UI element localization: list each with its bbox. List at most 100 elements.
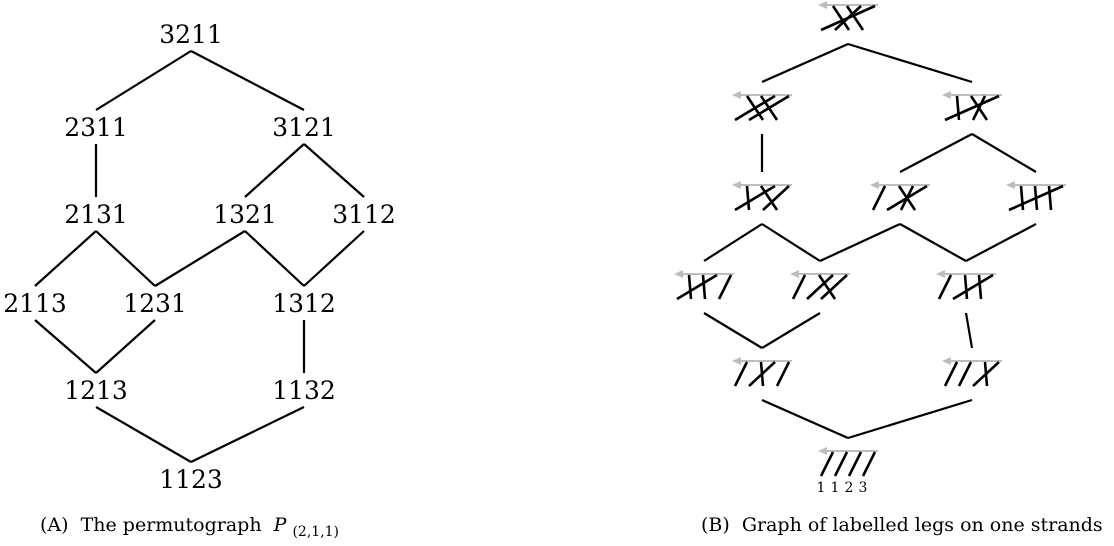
- legs-graph-edge-3121-3112: [971, 133, 1037, 173]
- strand-arrow-icon: [936, 270, 945, 278]
- leg-label-2: 1: [831, 480, 840, 496]
- permutograph-edge-2131-1231: [95, 230, 156, 287]
- legs-graph-edge-3211-2311: [761, 42, 849, 84]
- leg-4: [759, 95, 779, 121]
- permutograph-node-1123: 1123: [159, 465, 223, 494]
- permutograph-node-1231: 1231: [123, 289, 187, 318]
- legs-node-1231: [790, 270, 850, 300]
- leg-4: [977, 274, 983, 300]
- legs-node-2131: [732, 181, 792, 212]
- permutograph-edge-3121-1321: [244, 143, 305, 198]
- permutograph-edge-3211-2311: [95, 50, 192, 111]
- legs-node-3211: [818, 1, 878, 32]
- legs-node-1123: [818, 447, 878, 477]
- permutograph-edge-1321-1312: [244, 230, 305, 287]
- leg-2: [1019, 185, 1025, 211]
- legs-graph-edge-3112-1312: [965, 223, 1037, 262]
- caption-b-text: Graph of labelled legs on one strands: [742, 514, 1103, 536]
- legs-node-3121: [942, 91, 1002, 122]
- legs-graph-edge-1231-1213: [761, 312, 821, 349]
- leg-2: [833, 451, 849, 477]
- caption-a-math-base: P: [273, 514, 288, 536]
- permutograph-node-2311: 2311: [64, 113, 128, 142]
- legs-graph-edge-3211-3121: [847, 42, 973, 84]
- leg-4: [817, 274, 837, 300]
- caption-b: (B) Graph of labelled legs on one strand…: [701, 514, 1103, 536]
- legs-node-1213: [732, 357, 792, 387]
- legs-graph-edge-3121-1321: [899, 133, 973, 173]
- leg-2: [745, 185, 751, 211]
- permutograph-node-1321: 1321: [213, 200, 277, 229]
- permutograph-edge-1321-1231: [154, 230, 246, 287]
- leg-2: [806, 274, 834, 300]
- leg-1: [734, 184, 776, 212]
- legs-node-1132: [942, 357, 1002, 387]
- leg-2: [834, 5, 862, 31]
- strand-arrow-icon: [1006, 181, 1015, 189]
- leg-3: [701, 274, 707, 300]
- permutograph-edge-1231-1213: [95, 319, 156, 374]
- strand-arrow-icon: [942, 91, 951, 99]
- legs-graph-edge-1132-1123: [847, 398, 973, 440]
- permutograph-node-2131: 2131: [64, 200, 128, 229]
- strand-arrow-icon: [818, 1, 827, 9]
- legs-node-2113: [674, 270, 734, 301]
- leg-label-3: 2: [845, 480, 854, 496]
- permutograph-edge-2113-1213: [34, 319, 97, 374]
- caption-a-math-sub: (2,1,1): [292, 524, 339, 540]
- permutograph-edge-3112-1312: [303, 230, 365, 287]
- leg-4: [759, 185, 779, 211]
- leg-3: [831, 5, 851, 31]
- permutograph-node-3121: 3121: [272, 113, 336, 142]
- strand-arrow-icon: [818, 447, 827, 455]
- leg-1: [937, 274, 953, 300]
- caption-a: (A) The permutograph P (2,1,1): [40, 514, 339, 540]
- permutograph-edge-3121-3112: [303, 143, 365, 198]
- permutograph-edge-1213-1123: [95, 406, 192, 463]
- strand-arrow-icon: [870, 181, 879, 189]
- legs-node-2311: [732, 91, 792, 122]
- leg-2: [957, 361, 973, 387]
- permutograph-node-2113: 2113: [3, 289, 67, 318]
- permutograph-edge-2131-2113: [34, 230, 97, 287]
- legs-graph-edge-1213-1123: [761, 398, 849, 440]
- leg-4: [845, 5, 865, 31]
- leg-2: [955, 95, 961, 121]
- leg-2: [952, 273, 994, 301]
- leg-1: [791, 274, 807, 300]
- leg-label-1: 1: [817, 480, 826, 496]
- captions: (A) The permutograph P (2,1,1) (B) Graph…: [40, 514, 1103, 540]
- legs-node-3112: [1006, 181, 1066, 212]
- leg-3: [745, 95, 765, 121]
- leg-1: [733, 361, 749, 387]
- caption-b-tag: (B): [701, 514, 730, 536]
- leg-3: [820, 274, 848, 300]
- legs-graph-nodes: [674, 1, 1066, 477]
- strand-arrow-icon: [942, 357, 951, 365]
- leg-4: [983, 361, 989, 387]
- leg-4: [775, 361, 791, 387]
- legs-graph-edge-1312-1132: [964, 312, 974, 349]
- strand-arrow-icon: [790, 270, 799, 278]
- legs-graph-edge-1321-1231: [819, 223, 901, 262]
- strand-arrow-icon: [732, 181, 741, 189]
- permutograph-edge-3211-3121: [190, 50, 305, 111]
- leg-3: [759, 361, 765, 387]
- legs-graph-edge-1321-1312: [899, 223, 967, 262]
- leg-4: [717, 274, 733, 300]
- permutograph-edges: [34, 50, 365, 463]
- leg-4: [897, 185, 917, 211]
- strand-arrow-icon: [732, 91, 741, 99]
- permutograph-edge-1132-1123: [190, 406, 305, 463]
- legs-graph-edges: [703, 42, 1037, 440]
- leg-3: [963, 274, 969, 300]
- leg-3: [847, 451, 863, 477]
- leg-label-4: 3: [859, 480, 868, 496]
- legs-graph-edge-2131-2113: [703, 223, 763, 262]
- leg-2: [687, 274, 693, 300]
- leg-1: [944, 94, 1000, 122]
- permutograph-node-1312: 1312: [272, 289, 336, 318]
